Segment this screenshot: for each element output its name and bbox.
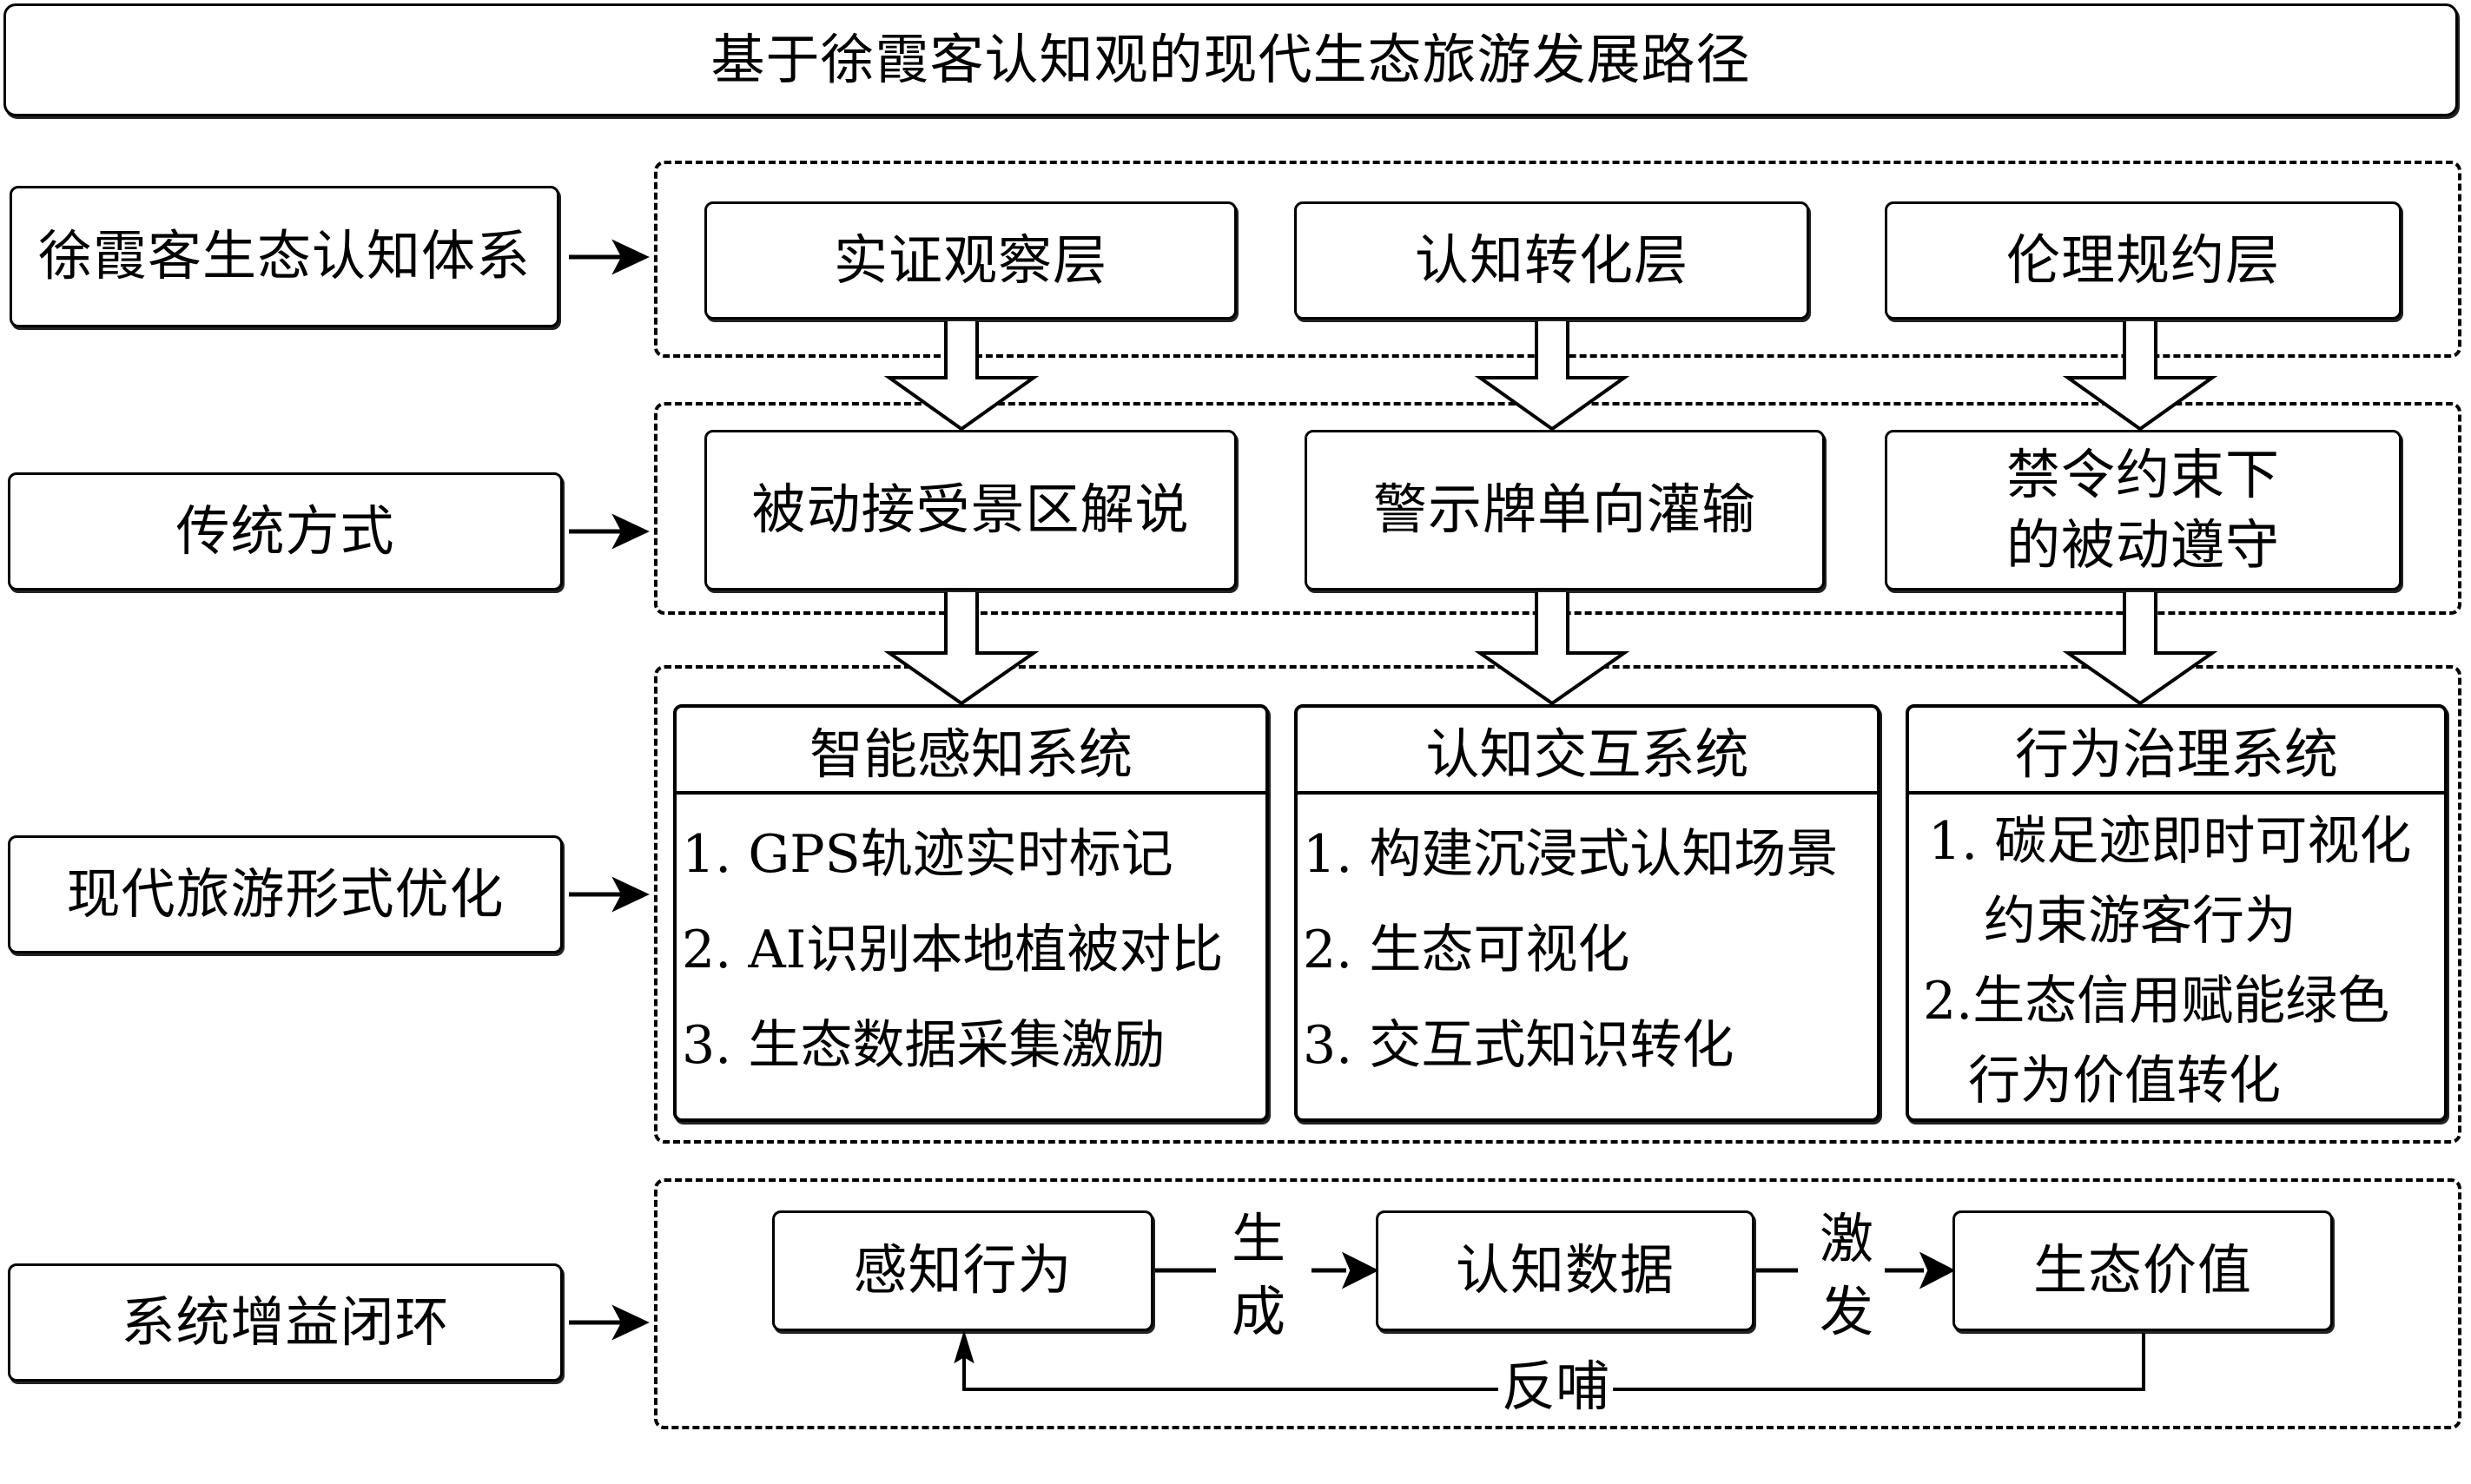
arrow-right-icon [569,876,650,913]
system-item: 行为价值转化 [1968,1051,2281,1111]
system-item: 3. 生态数据采集激励 [682,1015,1166,1076]
system-item: 2.生态信用赋能绿色 [1923,971,2390,1032]
row-label-xu-cognition: 徐霞客生态认知体系 [10,186,559,327]
box-warning-signs: 警示牌单向灌输 [1305,430,1825,590]
feedback-label: 反哺 [1498,1353,1614,1421]
box-cognitive-transformation: 认知转化层 [1294,201,1809,320]
loop-node-cognitive-data: 认知数据 [1376,1210,1754,1331]
row-label-modern: 现代旅游形式优化 [8,835,563,953]
system-item: 约束游客行为 [1984,891,2296,952]
system-behavior-governance: 行为治理系统 1. 碳足迹即时可视化 约束游客行为 2.生态信用赋能绿色 行为价… [1906,704,2448,1122]
arrow-right-icon [569,1304,650,1341]
system-item: 1. 碳足迹即时可视化 [1928,811,2412,872]
system-title: 行为治理系统 [1909,708,2444,795]
row-label-traditional: 传统方式 [8,472,563,590]
loop-node-perception-behavior: 感知行为 [772,1210,1153,1331]
box-passive-compliance: 禁令约束下 的被动遵守 [1885,430,2402,590]
arrow-right-icon [569,513,650,550]
box-passive-explanation: 被动接受景区解说 [704,430,1237,590]
box-empirical-observation: 实证观察层 [704,201,1237,320]
group-loop [654,1178,2461,1429]
system-smart-perception: 智能感知系统 1. GPS轨迹实时标记 2. AI识别本地植被对比 3. 生态数… [673,704,1269,1122]
system-title: 智能感知系统 [677,708,1265,795]
diagram-title-box: 基于徐霞客认知观的现代生态旅游发展路径 [3,3,2458,116]
system-item: 1. 构建沉浸式认知场景 [1303,824,1839,885]
system-item: 3. 交互式知识转化 [1303,1015,1734,1076]
edge-label-generate-1: 生 [1232,1207,1286,1270]
system-item: 2. 生态可视化 [1303,920,1630,980]
system-cognitive-interaction: 认知交互系统 1. 构建沉浸式认知场景 2. 生态可视化 3. 交互式知识转化 [1294,704,1880,1122]
edge-label-stimulate-1: 激 [1820,1207,1874,1270]
edge-label-stimulate-2: 发 [1820,1280,1874,1343]
system-title: 认知交互系统 [1298,708,1877,795]
diagram-title: 基于徐霞客认知观的现代生态旅游发展路径 [710,27,1751,91]
loop-node-eco-value: 生态价值 [1952,1210,2333,1331]
edge-label-generate-2: 成 [1232,1280,1286,1343]
system-item: 1. GPS轨迹实时标记 [682,824,1173,885]
box-ethical-regulation: 伦理规约层 [1885,201,2402,320]
row-label-loop: 系统增益闭环 [8,1263,563,1382]
system-item: 2. AI识别本地植被对比 [682,920,1224,980]
arrow-right-icon [569,239,650,275]
